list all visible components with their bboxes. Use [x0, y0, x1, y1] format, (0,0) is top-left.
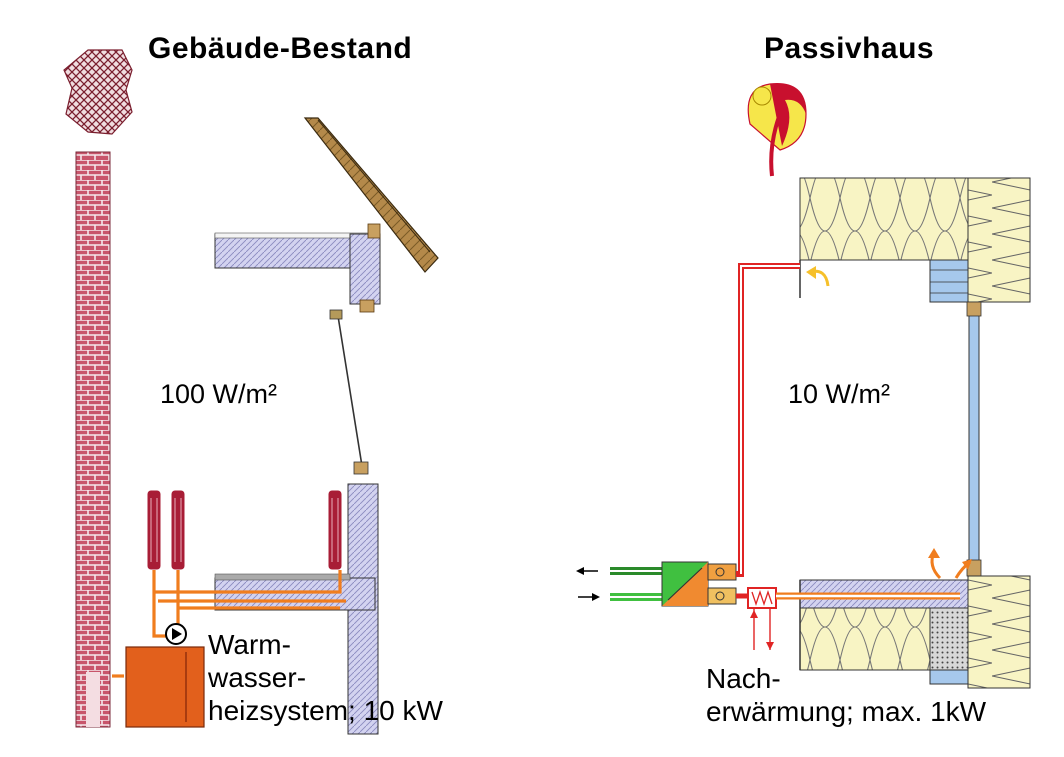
- radiator-1: [146, 489, 162, 571]
- window-lintel: [929, 259, 969, 303]
- heating-system-label-line-1: Warm-: [208, 629, 291, 660]
- post-heating-label: Nach- erwärmung; max. 1kW: [706, 662, 986, 728]
- heating-system-label-line-2: wasser-: [208, 662, 307, 693]
- post-heating-label-line-2: erwärmung; max. 1kW: [706, 696, 987, 727]
- roof-insulation: [799, 177, 1031, 303]
- passivhaus-logo: [747, 82, 807, 177]
- supply-fan: [707, 563, 737, 581]
- passive-house-title: Passivhaus: [764, 32, 935, 65]
- ventilation-ducts: [576, 263, 960, 650]
- top-ceiling-slab: [214, 233, 376, 269]
- heating-pipes: [112, 570, 346, 678]
- post-heating-label-line-1: Nach-: [706, 663, 781, 694]
- radiators: [146, 489, 343, 571]
- smoke-cloud: [63, 49, 133, 135]
- exhaust-fan: [707, 587, 737, 605]
- boiler: [125, 646, 205, 728]
- roof-rafter: [303, 117, 439, 273]
- window: [966, 301, 982, 577]
- window-opener: [329, 309, 369, 475]
- radiator-3: [327, 489, 343, 571]
- roof-and-ceiling: [214, 117, 439, 313]
- heating-system-label-line-3: heizsystem; 10 kW: [208, 695, 443, 726]
- existing-heat-load: 100 W/m²: [160, 379, 278, 409]
- ceiling-lintel: [349, 233, 381, 305]
- airflow-arrows: [806, 266, 972, 580]
- existing-building: [63, 49, 439, 735]
- passive-heat-load: 10 W/m²: [788, 379, 891, 409]
- floor-slab: [214, 577, 376, 611]
- heating-system-label: Warm- wasser- heizsystem; 10 kW: [208, 628, 443, 727]
- passive-house: [576, 82, 1031, 689]
- existing-building-title: Gebäude-Bestand: [148, 32, 413, 65]
- chimney: [63, 49, 133, 728]
- lower-wall-and-floor: [214, 483, 379, 735]
- circulation-pump: [165, 623, 187, 645]
- radiator-2: [170, 489, 186, 571]
